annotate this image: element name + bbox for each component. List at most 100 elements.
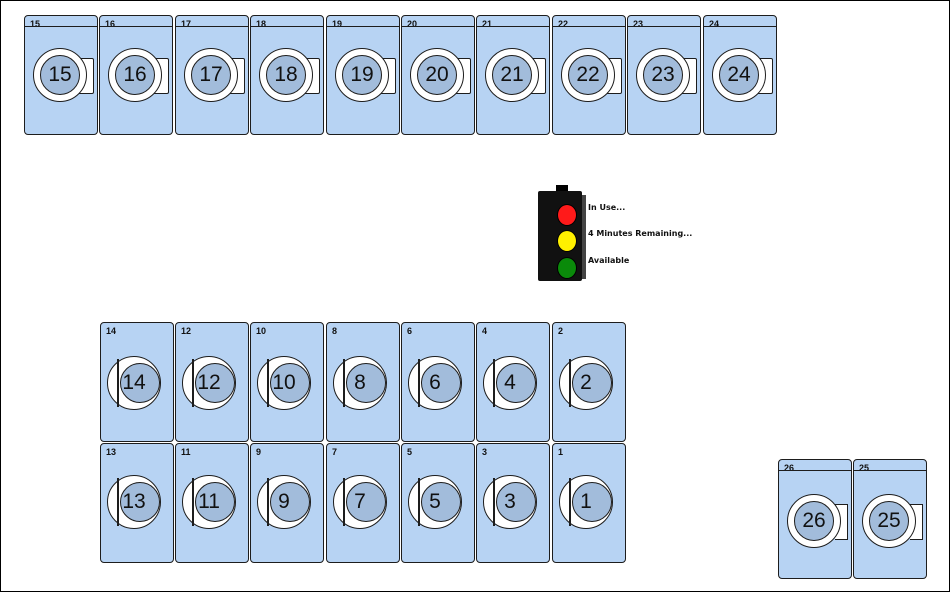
machine-26[interactable]: 26 26 bbox=[778, 459, 852, 579]
machine-25[interactable]: 25 25 bbox=[853, 459, 927, 579]
machine-drum: 4 bbox=[483, 356, 537, 410]
machine-number: 18 bbox=[274, 63, 298, 86]
door-hinge bbox=[192, 478, 194, 526]
machine-5[interactable]: 5 5 bbox=[401, 443, 475, 563]
machine-label: 18 bbox=[256, 19, 267, 29]
machine-19[interactable]: 19 19 bbox=[326, 15, 400, 135]
machine-7[interactable]: 7 7 bbox=[326, 443, 400, 563]
machine-9[interactable]: 9 9 bbox=[250, 443, 324, 563]
machine-drum: 8 bbox=[333, 356, 387, 410]
machine-drum: 2 bbox=[559, 356, 613, 410]
machine-number: 23 bbox=[651, 63, 675, 86]
drum-window: 21 bbox=[492, 55, 532, 95]
machine-3[interactable]: 3 3 bbox=[476, 443, 550, 563]
machine-label: 22 bbox=[558, 19, 569, 29]
machine-18[interactable]: 18 18 bbox=[250, 15, 324, 135]
machine-number: 25 bbox=[877, 509, 901, 532]
drum-window: 12 bbox=[195, 363, 235, 403]
machine-23[interactable]: 23 23 bbox=[627, 15, 701, 135]
machine-21[interactable]: 21 21 bbox=[476, 15, 550, 135]
machine-drum: 15 bbox=[33, 48, 87, 102]
machine-label: 14 bbox=[106, 326, 117, 336]
drum-window: 15 bbox=[40, 55, 80, 95]
drum-window: 4 bbox=[496, 363, 536, 403]
machine-17[interactable]: 17 17 bbox=[175, 15, 249, 135]
machine-label: 16 bbox=[105, 19, 116, 29]
machine-drum: 14 bbox=[107, 356, 161, 410]
machine-drum: 20 bbox=[410, 48, 464, 102]
machine-top-strip bbox=[854, 470, 926, 471]
machine-drum: 13 bbox=[107, 475, 161, 529]
machine-drum: 19 bbox=[335, 48, 389, 102]
machine-number: 15 bbox=[48, 63, 72, 86]
machine-top-strip bbox=[402, 26, 474, 27]
machine-drum: 17 bbox=[184, 48, 238, 102]
drum-window: 14 bbox=[120, 363, 160, 403]
machine-drum: 3 bbox=[483, 475, 537, 529]
red-light-icon bbox=[557, 204, 577, 226]
machine-drum: 23 bbox=[636, 48, 690, 102]
drum-window: 22 bbox=[568, 55, 608, 95]
machine-drum: 26 bbox=[787, 494, 841, 548]
machine-4[interactable]: 4 4 bbox=[476, 322, 550, 442]
machine-number: 26 bbox=[802, 509, 826, 532]
machine-drum: 7 bbox=[333, 475, 387, 529]
machine-number: 24 bbox=[727, 63, 751, 86]
machine-drum: 16 bbox=[108, 48, 162, 102]
machine-number: 9 bbox=[278, 490, 290, 513]
machine-drum: 1 bbox=[559, 475, 613, 529]
machine-label: 1 bbox=[558, 447, 564, 457]
machine-24[interactable]: 24 24 bbox=[703, 15, 777, 135]
machine-14[interactable]: 14 14 bbox=[100, 322, 174, 442]
machine-drum: 6 bbox=[408, 356, 462, 410]
drum-window: 26 bbox=[794, 501, 834, 541]
traffic-light-icon bbox=[538, 191, 582, 281]
machine-13[interactable]: 13 13 bbox=[100, 443, 174, 563]
machine-label: 2 bbox=[558, 326, 564, 336]
machine-label: 26 bbox=[784, 463, 795, 473]
machine-label: 12 bbox=[181, 326, 192, 336]
legend-in-use: In Use... bbox=[588, 203, 626, 212]
machine-label: 13 bbox=[106, 447, 117, 457]
traffic-light-pole bbox=[556, 185, 568, 195]
drum-window: 10 bbox=[270, 363, 310, 403]
machine-2[interactable]: 2 2 bbox=[552, 322, 626, 442]
machine-label: 10 bbox=[256, 326, 267, 336]
machine-20[interactable]: 20 20 bbox=[401, 15, 475, 135]
drum-window: 3 bbox=[496, 482, 536, 522]
machine-8[interactable]: 8 8 bbox=[326, 322, 400, 442]
machine-label: 20 bbox=[407, 19, 418, 29]
door-hinge bbox=[493, 478, 495, 526]
machine-22[interactable]: 22 22 bbox=[552, 15, 626, 135]
machine-number: 5 bbox=[429, 490, 441, 513]
machine-12[interactable]: 12 12 bbox=[175, 322, 249, 442]
machine-number: 13 bbox=[122, 490, 146, 513]
machine-number: 20 bbox=[425, 63, 449, 86]
legend-available: Available bbox=[588, 256, 630, 265]
machine-16[interactable]: 16 16 bbox=[99, 15, 173, 135]
machine-drum: 24 bbox=[712, 48, 766, 102]
machine-label: 23 bbox=[633, 19, 644, 29]
machine-label: 25 bbox=[859, 463, 870, 473]
machine-number: 7 bbox=[354, 490, 366, 513]
machine-number: 2 bbox=[580, 371, 592, 394]
machine-number: 14 bbox=[122, 371, 146, 394]
door-hinge bbox=[267, 359, 269, 407]
machine-top-strip bbox=[25, 26, 97, 27]
drum-window: 6 bbox=[421, 363, 461, 403]
door-hinge bbox=[117, 478, 119, 526]
machine-label: 21 bbox=[482, 19, 493, 29]
machine-label: 17 bbox=[181, 19, 192, 29]
machine-drum: 21 bbox=[485, 48, 539, 102]
machine-10[interactable]: 10 10 bbox=[250, 322, 324, 442]
machine-top-strip bbox=[176, 26, 248, 27]
machine-1[interactable]: 1 1 bbox=[552, 443, 626, 563]
machine-6[interactable]: 6 6 bbox=[401, 322, 475, 442]
machine-top-strip bbox=[327, 26, 399, 27]
machine-11[interactable]: 11 11 bbox=[175, 443, 249, 563]
door-hinge bbox=[343, 478, 345, 526]
machine-top-strip bbox=[704, 26, 776, 27]
machine-drum: 5 bbox=[408, 475, 462, 529]
machine-15[interactable]: 15 15 bbox=[24, 15, 98, 135]
